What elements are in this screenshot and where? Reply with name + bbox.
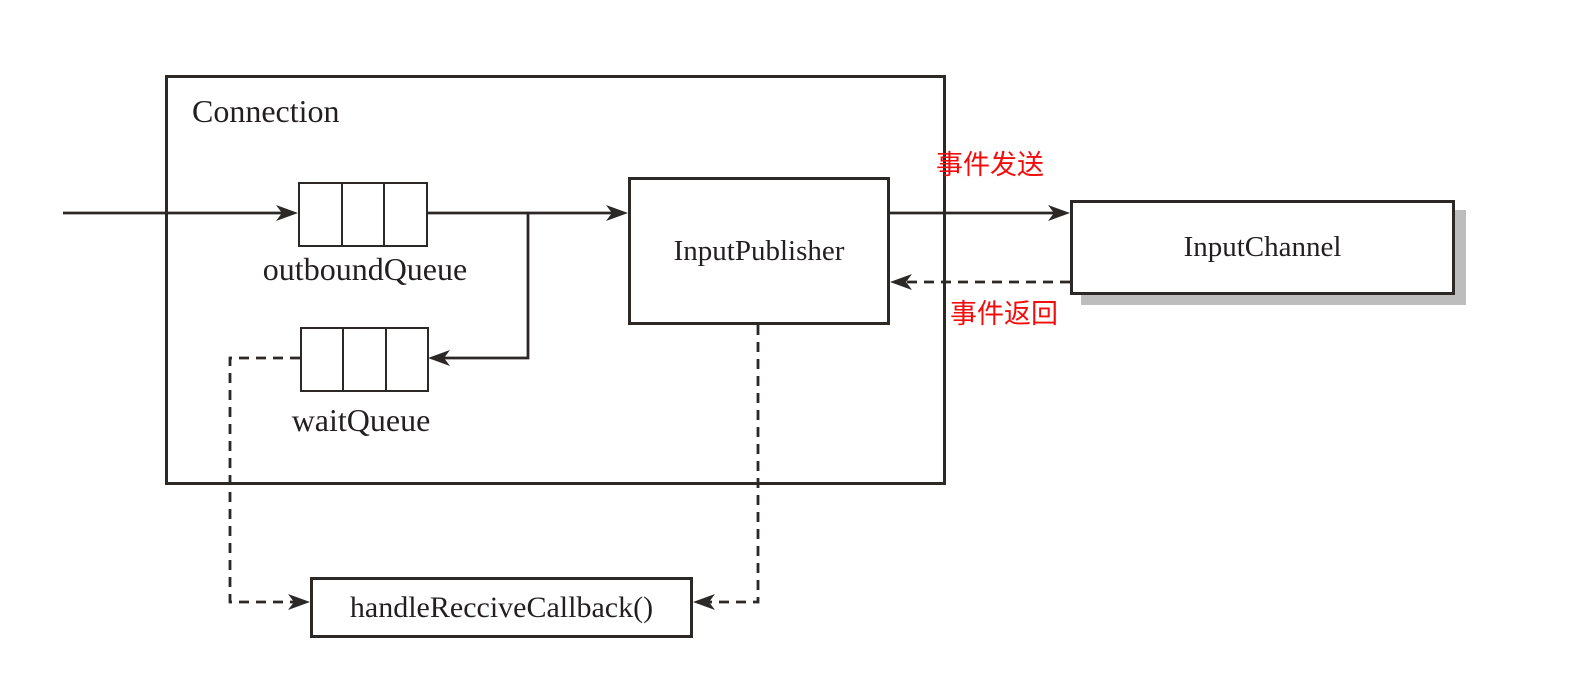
queue-cell [384, 329, 427, 390]
input-publisher-label: InputPublisher [673, 234, 845, 267]
publisher-to-channel-arrowhead [1048, 205, 1070, 221]
outbound-queue-shape [298, 182, 428, 247]
queue-cell [302, 329, 342, 390]
callback-label: handleRecciveCallback() [349, 590, 654, 624]
input-channel-label: InputChannel [1183, 231, 1342, 263]
event-send-label: 事件发送 [936, 150, 1044, 180]
queue-cell [383, 184, 426, 245]
queue-cell [342, 329, 384, 390]
wait-queue-shape [300, 327, 429, 392]
connection-box: Connection [165, 75, 946, 485]
event-return-label: 事件返回 [950, 299, 1058, 329]
waitqueue-to-callback-arrowhead [288, 594, 310, 610]
input-publisher-box: InputPublisher [628, 177, 890, 325]
input-channel-box: InputChannel [1070, 200, 1455, 295]
queue-cell [340, 184, 384, 245]
publisher-to-callback-arrowhead [693, 594, 715, 610]
queue-cell [300, 184, 341, 245]
connection-label: Connection [192, 93, 340, 129]
outbound-queue-label: outboundQueue [262, 251, 468, 287]
callback-box: handleRecciveCallback() [310, 577, 693, 638]
wait-queue-label: waitQueue [291, 402, 431, 438]
